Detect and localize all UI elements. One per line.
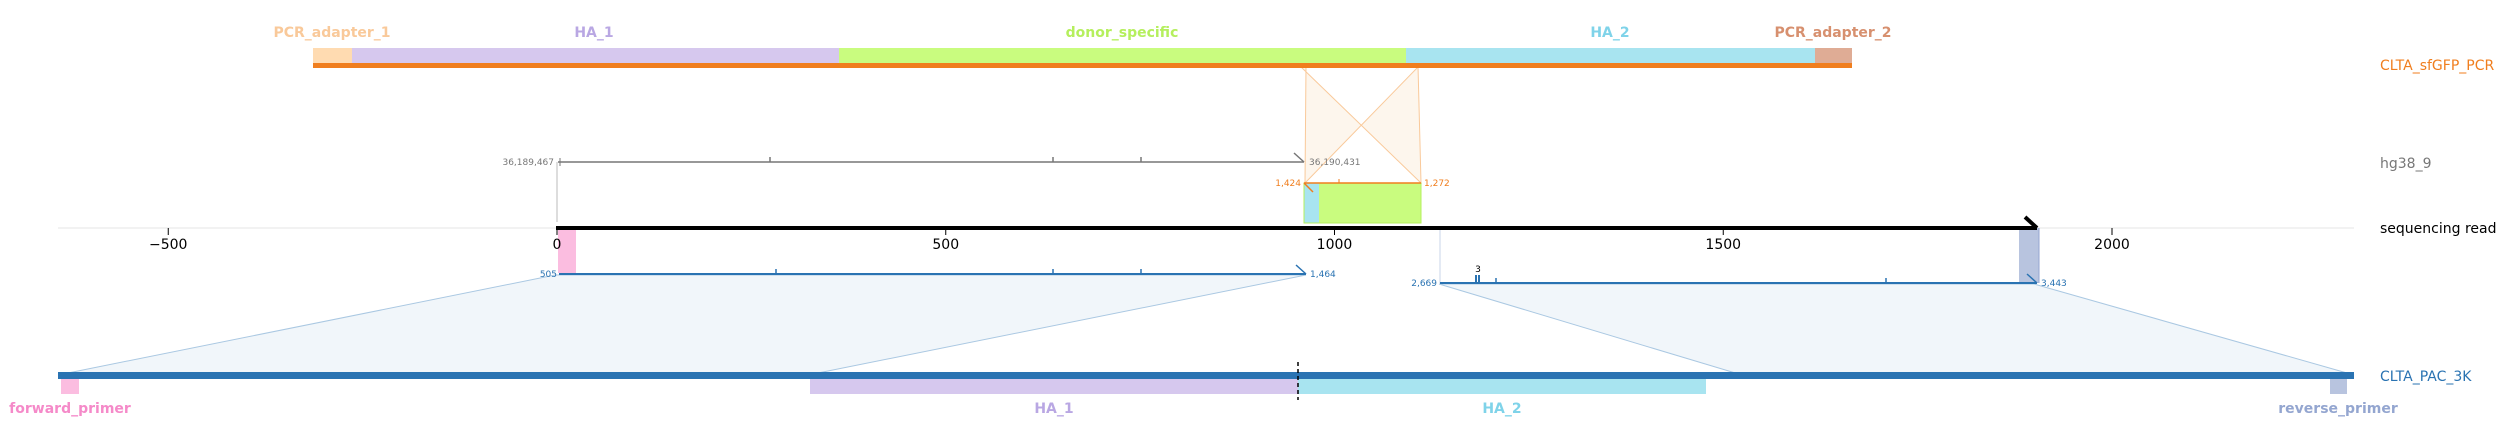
read-end-arrow: [2023, 215, 2039, 230]
bottom-feature-label-ha-2: HA_2: [1482, 401, 1521, 417]
axis-tick-label: 500: [932, 237, 959, 253]
feature-pcr-adapter-1: [313, 48, 352, 64]
read-right-block: [2019, 228, 2039, 283]
bottom-sequence-name: CLTA_PAC_3K: [2380, 369, 2472, 385]
bottom-sequence-bar: [58, 372, 2354, 379]
donor-block-specific: [1319, 183, 1421, 223]
bottom-feature-label-forward-primer: forward_primer: [9, 401, 131, 417]
pac-left-alignment: 505 1,464: [540, 264, 1336, 280]
pac-right-start-label: 2,669: [1411, 279, 1437, 289]
axis-tick-label: −500: [149, 237, 187, 253]
bottom-feature-label-reverse-primer: reverse_primer: [2278, 401, 2398, 417]
read-sequence-name: sequencing read: [2380, 221, 2496, 237]
feature-forward-primer: [61, 379, 79, 394]
bottom-left-connector: [57, 274, 1307, 376]
middle-sequence-name: hg38_9: [2380, 156, 2431, 172]
top-sequence-name: CLTA_sfGFP_PCR: [2380, 58, 2494, 74]
pac-right-end-label: 3,443: [2041, 279, 2067, 289]
axis-tick-label: 1500: [1705, 237, 1741, 253]
axis-tick-label: 0: [553, 237, 562, 253]
middle-sequence: 36,189,467 36,190,431 hg38_9: [502, 152, 2431, 222]
pac-left-end-label: 1,464: [1310, 270, 1336, 280]
feature-ha-1-bottom: [810, 379, 1298, 394]
axis-tick-label: 1000: [1317, 237, 1353, 253]
sequencing-read: sequencing read: [58, 215, 2496, 283]
axis-tick-label: 2000: [2094, 237, 2130, 253]
pac-left-end-arrow: [1295, 264, 1307, 275]
feature-reverse-primer: [2330, 379, 2347, 394]
donor-right-label: 1,272: [1424, 179, 1450, 189]
top-sequence: PCR_adapter_1 HA_1 donor_specific HA_2 P…: [273, 25, 2494, 74]
hg38-start-label: 36,189,467: [502, 158, 554, 168]
feature-ha-1-top: [352, 48, 839, 64]
bottom-sequence: forward_primer HA_1 HA_2 reverse_primer …: [9, 362, 2472, 417]
pac-left-start-label: 505: [540, 270, 557, 280]
top-feature-label-ha-2: HA_2: [1590, 25, 1629, 41]
bottom-right-connector: [1438, 283, 2355, 376]
feature-pcr-adapter-2: [1815, 48, 1852, 64]
feature-ha-2-bottom: [1298, 379, 1706, 394]
top-feature-label-donor-specific: donor_specific: [1066, 25, 1179, 41]
feature-ha-2-top: [1406, 48, 1815, 64]
read-left-block: [558, 228, 576, 273]
pac-right-mark-label: 3: [1475, 265, 1481, 275]
feature-donor-specific: [839, 48, 1406, 64]
donor-left-label: 1,424: [1275, 179, 1301, 189]
top-sequence-bar: [313, 63, 1852, 68]
pac-right-end-arrow: [2026, 273, 2038, 284]
pac-right-alignment: 2,669 3,443 3: [1411, 265, 2067, 289]
x-axis: −500 0 500 1000 1500 2000: [149, 228, 2130, 253]
bottom-feature-label-ha-1: HA_1: [1034, 401, 1073, 417]
donor-block-ha2: [1304, 183, 1319, 223]
top-feature-label-ha-1: HA_1: [574, 25, 613, 41]
hg38-end-arrow: [1293, 152, 1305, 163]
top-feature-label-pcr-adapter-1: PCR_adapter_1: [273, 25, 390, 41]
top-feature-label-pcr-adapter-2: PCR_adapter_2: [1774, 25, 1891, 41]
hg38-end-label: 36,190,431: [1309, 158, 1361, 168]
donor-arrow: [1303, 182, 1314, 193]
donor-alignment: 1,424 1,272: [1275, 179, 1450, 224]
